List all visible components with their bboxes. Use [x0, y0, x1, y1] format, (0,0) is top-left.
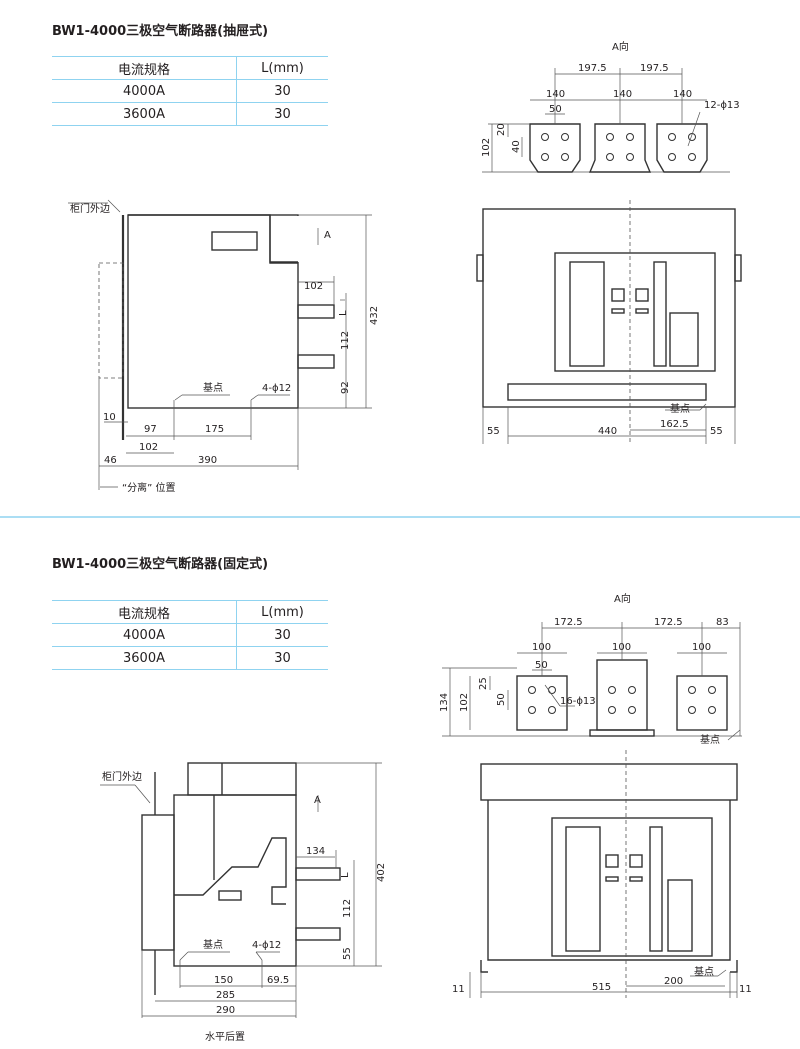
holes-label: 12-ϕ13	[704, 100, 740, 111]
dim-label: L	[338, 310, 349, 316]
dim-label: 11	[452, 984, 465, 995]
dim-label: 25	[478, 677, 489, 690]
dim-label: 102	[459, 693, 470, 712]
section1-title: BW1-4000三极空气断路器(抽屉式)	[52, 24, 269, 39]
dim-label: 10	[103, 412, 116, 423]
dim-label: 55	[487, 426, 500, 437]
s1-front-view: 55 440 162.5 55 基点	[476, 200, 742, 444]
header-current: 电流规格	[52, 600, 237, 624]
holes-label: 4-ϕ12	[252, 940, 281, 951]
dim-label: 290	[216, 1005, 235, 1016]
dim-label: 100	[612, 642, 631, 653]
dim-label: 50	[535, 660, 548, 671]
dim-label: 140	[613, 89, 632, 100]
dim-label: 97	[144, 424, 157, 435]
cell: 3600A	[52, 646, 237, 670]
reference-point-label: 基点	[670, 402, 690, 415]
dim-label: 112	[342, 899, 353, 918]
cell: 30	[236, 79, 328, 103]
view-arrow-label: A	[314, 795, 321, 806]
reference-point-label: 基点	[700, 733, 720, 746]
dim-label: 55	[342, 947, 353, 960]
dim-label: 102	[304, 281, 323, 292]
reference-point-label: 基点	[694, 965, 714, 978]
holes-label: 4-ϕ12	[262, 383, 291, 394]
dim-label: 102	[139, 442, 158, 453]
cell: 30	[236, 102, 328, 126]
dim-label: 134	[306, 846, 325, 857]
reference-point-label: 基点	[203, 381, 223, 394]
dim-label: 134	[439, 693, 450, 712]
dim-label: 197.5	[640, 63, 669, 74]
dim-label: L	[340, 872, 351, 878]
dim-label: 100	[692, 642, 711, 653]
dim-label: 390	[198, 455, 217, 466]
dim-label: 172.5	[654, 617, 683, 628]
dim-label: 432	[369, 306, 380, 325]
dim-label: 402	[376, 863, 387, 882]
dim-label: 92	[340, 381, 351, 394]
dim-label: 112	[340, 331, 351, 350]
caption-label: 水平后置	[205, 1031, 245, 1043]
dim-label: 20	[496, 123, 507, 136]
s2-side-view: 柜门外边 A 134 L 402 112 55 150 69.5 285 290…	[100, 762, 387, 1043]
door-edge-label: 柜门外边	[102, 770, 142, 783]
dim-label: 172.5	[554, 617, 583, 628]
header-l: L(mm)	[236, 56, 328, 80]
disconnected-position-label: “分离” 位置	[122, 481, 176, 494]
holes-label: 16-ϕ13	[560, 696, 596, 707]
dim-label: 140	[546, 89, 565, 100]
dim-label: 150	[214, 975, 233, 986]
dim-label: 83	[716, 617, 729, 628]
header-l: L(mm)	[236, 600, 328, 624]
dim-label: 140	[673, 89, 692, 100]
section2-title: BW1-4000三极空气断路器(固定式)	[52, 557, 269, 572]
dim-label: 55	[710, 426, 723, 437]
dim-label: 515	[592, 982, 611, 993]
cell: 30	[236, 646, 328, 670]
s2-front-view: 11 515 200 11 基点	[452, 750, 752, 998]
reference-point-label: 基点	[203, 938, 223, 951]
dim-label: 200	[664, 976, 683, 987]
view-a-label: A向	[612, 40, 629, 53]
dim-label: 69.5	[267, 975, 289, 986]
dim-label: 100	[532, 642, 551, 653]
dim-label: 40	[511, 140, 522, 153]
dim-label: 11	[739, 984, 752, 995]
s1-view-a: A向 197.5 197.5 140 140 140 50 12-ϕ13 20 …	[481, 40, 740, 173]
dim-label: 50	[496, 693, 507, 706]
view-a-label: A向	[614, 592, 631, 605]
dim-label: 175	[205, 424, 224, 435]
dim-label: 285	[216, 990, 235, 1001]
dim-label: 102	[481, 138, 492, 157]
s1-side-view: 柜门外边 A 102 L 432 112 92 10 97 175 102 46…	[68, 199, 380, 494]
dim-label: 162.5	[660, 419, 689, 430]
dim-label: 440	[598, 426, 617, 437]
cell: 3600A	[52, 102, 237, 126]
s2-view-a: A向 172.5 172.5 83 100 100 100 50 25 50 1…	[439, 592, 742, 746]
dim-label: 50	[549, 104, 562, 115]
door-edge-label: 柜门外边	[70, 202, 110, 215]
dim-label: 197.5	[578, 63, 607, 74]
view-arrow-label: A	[324, 230, 331, 241]
dim-label: 46	[104, 455, 117, 466]
header-current: 电流规格	[52, 56, 237, 80]
